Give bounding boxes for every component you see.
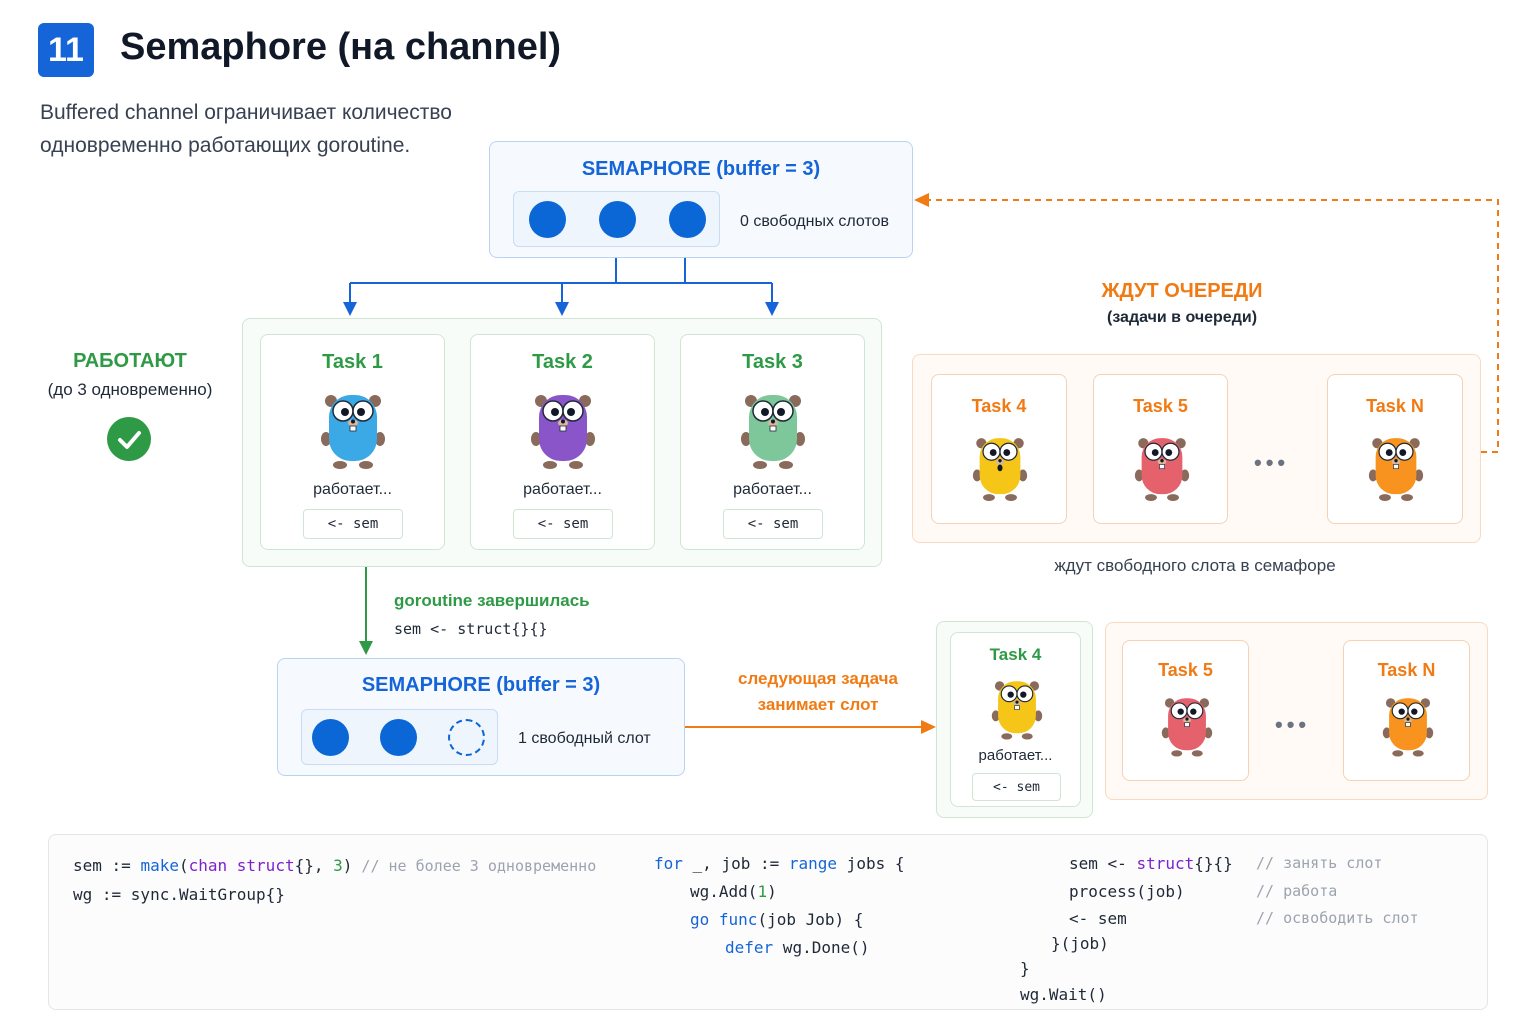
task-card: Task 1 работает... <- sem bbox=[260, 334, 445, 550]
queue-ellipsis: ••• bbox=[1275, 712, 1311, 737]
feedback-dashed-line bbox=[928, 199, 1499, 453]
gopher-icon bbox=[1368, 438, 1424, 501]
next-task-label-2: занимает слот bbox=[757, 695, 879, 714]
release-arrow-head bbox=[359, 641, 373, 655]
code-line-wg: wg := sync.WaitGroup{} bbox=[73, 885, 285, 904]
sem-chip: <- sem bbox=[972, 773, 1061, 801]
task-status: работает... bbox=[523, 481, 602, 498]
code-comment-acquire: // занять слот bbox=[1256, 854, 1383, 872]
slot-occupied bbox=[599, 201, 636, 238]
waiting-label: ЖДУТ ОЧЕРЕДИ bbox=[1101, 280, 1263, 302]
sem-chip: <- sem bbox=[723, 509, 823, 539]
gopher-icon bbox=[972, 438, 1028, 501]
waiting-task-card: Task 4 bbox=[931, 374, 1067, 524]
code-line-defer: defer wg.Done() bbox=[725, 938, 870, 957]
semaphore-title: SEMAPHORE (buffer = 3) bbox=[361, 674, 601, 696]
arrow-head-task3 bbox=[765, 302, 779, 316]
next-task-arrow-head bbox=[921, 720, 936, 734]
slot-occupied bbox=[312, 719, 349, 756]
waiting-task-card: Task N bbox=[1343, 640, 1470, 781]
arrow-head-task2 bbox=[555, 302, 569, 316]
semaphore-one-free: SEMAPHORE (buffer = 3) 1 свободный слот bbox=[277, 658, 685, 776]
queue-ellipsis: ••• bbox=[1254, 450, 1290, 475]
code-comment-release: // освободить слот bbox=[1256, 909, 1419, 927]
semaphore-status: 1 свободный слот bbox=[518, 730, 651, 747]
task-status: работает... bbox=[313, 481, 392, 498]
subtitle-line-2: одновременно работающих goroutine. bbox=[40, 134, 411, 157]
working-sublabel: (до 3 одновременно) bbox=[47, 380, 213, 399]
code-panel: sem := make(chan struct{}, 3) // не боле… bbox=[48, 834, 1488, 1010]
task-card: Task 3 работает... <- sem bbox=[680, 334, 865, 550]
gopher-icon bbox=[1161, 698, 1213, 757]
slot-occupied bbox=[669, 201, 706, 238]
waiting-task-card: Task 5 bbox=[1093, 374, 1228, 524]
semaphore-slot-tray bbox=[301, 709, 498, 765]
gopher-icon bbox=[991, 681, 1043, 740]
slot-occupied bbox=[380, 719, 417, 756]
task-name: Task N bbox=[1366, 396, 1424, 416]
semaphore-full: SEMAPHORE (buffer = 3) 0 свободных слото… bbox=[489, 141, 913, 258]
release-code: sem <- struct{}{} bbox=[394, 620, 548, 638]
slot-free bbox=[448, 719, 485, 756]
code-line-release: <- sem bbox=[1069, 909, 1127, 928]
semaphore-title: SEMAPHORE (buffer = 3) bbox=[581, 158, 821, 180]
code-line-acquire: sem <- struct{}{} bbox=[1069, 854, 1233, 873]
gopher-icon bbox=[531, 395, 595, 469]
gopher-icon bbox=[321, 395, 385, 469]
code-line-close-for: } bbox=[1020, 959, 1030, 978]
sem-chip: <- sem bbox=[303, 509, 403, 539]
gopher-icon bbox=[741, 395, 805, 469]
task-name: Task 3 bbox=[742, 351, 803, 373]
task-name: Task N bbox=[1377, 660, 1436, 680]
code-line-process: process(job) bbox=[1069, 882, 1185, 901]
waiting-sublabel: (задачи в очереди) bbox=[1106, 309, 1258, 326]
distribution-arrows bbox=[349, 258, 773, 305]
task-card: Task 4 работает... <- sem bbox=[950, 632, 1081, 807]
feedback-arrow-head bbox=[914, 193, 929, 207]
waiting-caption: ждут свободного слота в семафоре bbox=[1054, 556, 1336, 575]
semaphore-status: 0 свободных слотов bbox=[740, 213, 889, 230]
code-line-wait: wg.Wait() bbox=[1020, 985, 1107, 1004]
task-card: Task 2 работает... <- sem bbox=[470, 334, 655, 550]
task-name: Task 5 bbox=[1133, 396, 1188, 416]
section-number-badge: 11 bbox=[38, 23, 94, 77]
code-comment-process: // работа bbox=[1256, 882, 1338, 900]
code-line-close-func: }(job) bbox=[1051, 934, 1109, 953]
task-name: Task 4 bbox=[971, 396, 1027, 416]
semaphore-slot-tray bbox=[513, 191, 720, 247]
code-line-for: for _, job := range jobs { bbox=[654, 854, 905, 873]
page-title: Semaphore (на channel) bbox=[120, 26, 562, 68]
task-status: работает... bbox=[733, 481, 812, 498]
code-line-sem: sem := make(chan struct{}, 3) // не боле… bbox=[73, 856, 597, 875]
check-circle-icon bbox=[107, 417, 151, 461]
task-status: работает... bbox=[978, 747, 1053, 764]
arrow-head-task1 bbox=[343, 302, 357, 316]
waiting-task-card: Task N bbox=[1327, 374, 1463, 524]
next-task-label-1: следующая задача bbox=[738, 669, 898, 688]
subtitle-line-1: Buffered channel ограничивает количество bbox=[40, 101, 452, 124]
task-name: Task 4 bbox=[989, 645, 1042, 664]
code-line-add: wg.Add(1) bbox=[690, 882, 777, 901]
task-name: Task 5 bbox=[1158, 660, 1213, 680]
slot-occupied bbox=[529, 201, 566, 238]
waiting-task-card: Task 5 bbox=[1122, 640, 1249, 781]
task-name: Task 1 bbox=[322, 351, 383, 373]
goroutine-finished-label: goroutine завершилась bbox=[394, 591, 590, 610]
sem-chip: <- sem bbox=[513, 509, 613, 539]
task-name: Task 2 bbox=[532, 351, 593, 373]
gopher-icon bbox=[1382, 698, 1434, 757]
code-line-go: go func(job Job) { bbox=[690, 910, 864, 929]
gopher-icon bbox=[1134, 438, 1190, 501]
page-subtitle: Buffered channel ограничивает количество… bbox=[40, 96, 520, 162]
working-label: РАБОТАЮТ bbox=[73, 350, 187, 372]
